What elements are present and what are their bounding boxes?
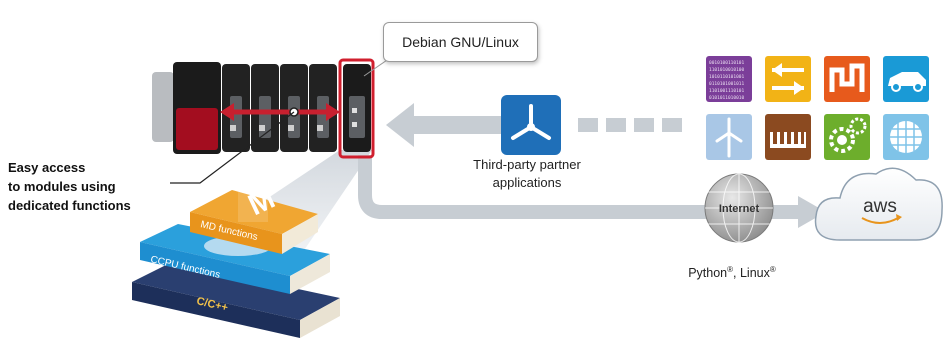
cpu-highlight <box>338 58 375 159</box>
dash-2 <box>606 118 626 132</box>
internet-globe-icon <box>704 173 774 243</box>
aws-smile <box>861 217 899 224</box>
gears-icon <box>824 114 870 160</box>
globe-grid-icon <box>883 114 929 160</box>
debian-label: Debian GNU/Linux <box>402 34 519 50</box>
easy-access-leader <box>170 111 295 184</box>
linux-reg: ® <box>769 265 776 274</box>
svg-text:1101010010100: 1101010010100 <box>709 67 745 73</box>
python-linux-label: Python®, Linux® <box>688 265 776 281</box>
svg-text:0101011010010: 0101011010010 <box>709 95 745 101</box>
cloud-arrow-head <box>798 196 826 228</box>
apps-arrow-head <box>386 103 414 147</box>
partner-app-icon <box>501 95 561 155</box>
module-arrow-left <box>220 103 234 121</box>
car-icon <box>883 56 929 102</box>
python-reg: ® <box>727 265 734 274</box>
internet-label: Internet <box>719 203 760 215</box>
aws-cloud <box>814 167 943 241</box>
pipe-robot-icon <box>824 56 870 102</box>
debian-callout: Debian GNU/Linux <box>383 22 538 62</box>
partner-label: Third-party partner applications <box>452 156 602 192</box>
factory-bottles-icon <box>765 114 811 160</box>
book-md <box>190 190 318 254</box>
easy-line-1: Easy access <box>8 160 86 175</box>
svg-text:1010110101001: 1010110101001 <box>709 74 745 80</box>
binary-code-icon: 0010100110101 1101010010100 101011010100… <box>706 56 752 102</box>
cloud-connection-arrow <box>358 155 800 219</box>
aws-label: aws <box>863 196 897 217</box>
apps-arrow-shaft <box>412 116 504 134</box>
plc-rack <box>152 62 371 154</box>
partner-line-1: Third-party partner <box>473 157 581 172</box>
book-cc <box>132 262 340 338</box>
svg-text:0110101001011: 0110101001011 <box>709 81 745 87</box>
transfer-arrows-icon <box>765 56 811 102</box>
dash-1 <box>578 118 598 132</box>
aws-smile-arrow <box>896 214 902 221</box>
svg-text:1101001110101: 1101001110101 <box>709 88 745 94</box>
book-stack <box>132 190 340 338</box>
partner-line-2: applications <box>492 175 562 190</box>
easy-line-2: to modules using <box>8 179 116 194</box>
python-text: Python <box>688 266 728 281</box>
module-arrow-right <box>326 103 340 121</box>
easy-line-3: dedicated functions <box>8 198 131 213</box>
svg-text:0010100110101: 0010100110101 <box>709 60 745 66</box>
easy-access-note: Easy access to modules using dedicated f… <box>8 158 188 215</box>
dash-4 <box>662 118 682 132</box>
linux-text: Linux <box>739 266 770 281</box>
turbine-icon <box>706 114 752 160</box>
dash-3 <box>634 118 654 132</box>
